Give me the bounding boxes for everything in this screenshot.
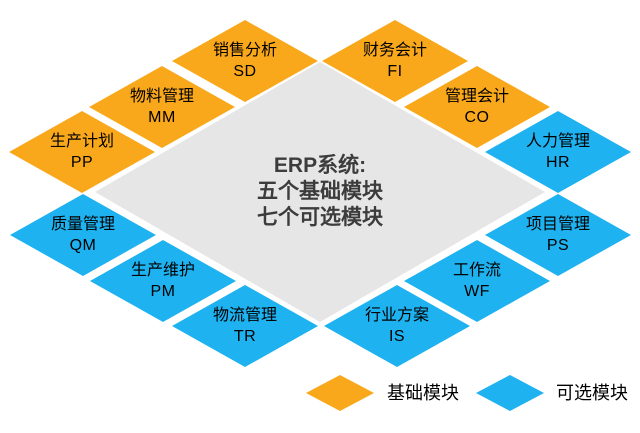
module-abbr: MM: [148, 109, 176, 126]
module-abbr: TR: [233, 328, 257, 345]
module-name: 生产计划: [49, 133, 114, 150]
module-abbr: SD: [233, 63, 257, 80]
module-name: 质量管理: [50, 216, 115, 233]
module-abbr: QM: [69, 237, 97, 254]
module-abbr: CO: [464, 109, 490, 126]
legend-optional-label: 可选模块: [556, 383, 628, 403]
module-abbr: IS: [388, 328, 406, 345]
center-text-line: ERP系统:: [273, 154, 367, 177]
module-name: 项目管理: [525, 216, 590, 233]
module-abbr: FI: [387, 63, 403, 80]
module-name: 物流管理: [212, 307, 277, 324]
module-name: 销售分析: [212, 42, 277, 59]
module-abbr: PS: [546, 237, 570, 254]
legend-basic-swatch-icon: [306, 375, 374, 411]
legend-optional-swatch-icon: [476, 375, 544, 411]
center-text-line: 五个基础模块: [257, 180, 383, 203]
module-name: 物料管理: [129, 88, 194, 105]
module-abbr: PP: [70, 154, 94, 171]
module-name: 行业方案: [364, 307, 429, 324]
module-abbr: WF: [464, 283, 490, 300]
center-text-line: 七个可选模块: [257, 206, 383, 229]
module-abbr: PM: [150, 283, 176, 300]
module-abbr: HR: [545, 154, 571, 171]
module-name: 生产维护: [130, 262, 195, 279]
module-name: 管理会计: [444, 88, 509, 105]
module-name: 工作流: [452, 262, 501, 279]
legend-basic-label: 基础模块: [387, 383, 459, 403]
module-name: 人力管理: [525, 133, 590, 150]
module-name: 财务会计: [362, 42, 427, 59]
